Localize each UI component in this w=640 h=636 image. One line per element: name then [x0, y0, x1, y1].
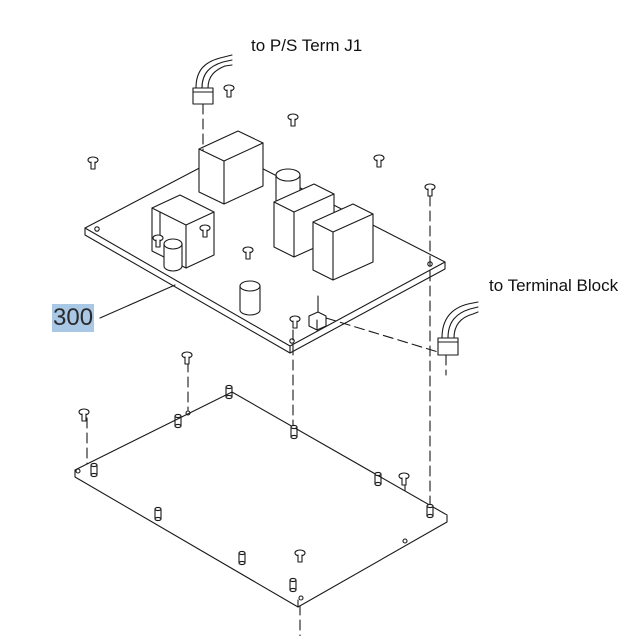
cable-to-terminal-block: [437, 301, 479, 356]
capacitor-left: [163, 238, 183, 272]
circuit-board: [84, 151, 446, 354]
base-screw-icons: [78, 351, 410, 563]
screw-icons: [87, 84, 436, 329]
relay-2: [312, 203, 374, 281]
board-connector: [308, 295, 327, 331]
transformer-large: [198, 130, 264, 205]
standoff-icons: [90, 384, 434, 593]
cable-to-ps-term: [192, 54, 233, 105]
label-to-terminal-block: to Terminal Block: [489, 276, 619, 295]
base-holes: [75, 410, 408, 601]
base-plate: [74, 391, 448, 608]
callout-leader-300: [99, 284, 176, 319]
label-to-ps-term: to P/S Term J1: [251, 36, 363, 55]
part-number-callout[interactable]: 300: [52, 304, 95, 332]
capacitor-center: [239, 280, 261, 316]
